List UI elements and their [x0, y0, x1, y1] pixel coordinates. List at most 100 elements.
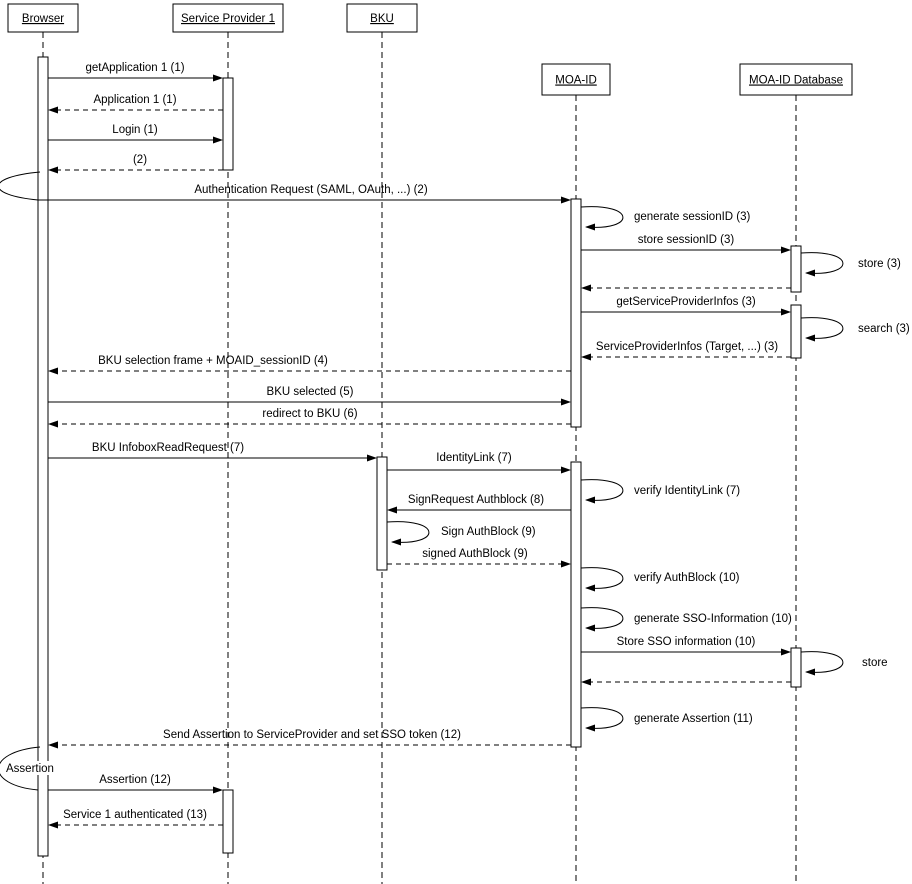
arrowhead-icon — [805, 668, 815, 676]
message-label: SignRequest Authblock (8) — [408, 494, 544, 506]
message-label: Send Assertion to ServiceProvider and se… — [163, 729, 461, 741]
message-m2: Application 1 (1) — [48, 94, 223, 114]
self-message-label: verify IdentityLink (7) — [634, 485, 740, 497]
activation-bar-sp1 — [222, 77, 234, 171]
arrowhead-icon — [581, 353, 591, 361]
actor-box — [739, 63, 853, 96]
arrowhead-icon — [48, 821, 58, 829]
message-label: redirect to BKU (6) — [262, 408, 357, 420]
actor-box — [346, 3, 418, 33]
actor-moadb: MOA-ID Database — [739, 63, 853, 96]
arrowhead-icon — [805, 334, 815, 342]
message-m20: Assertion (12) — [48, 774, 223, 794]
redirect-arc-path — [0, 171, 41, 201]
arrowhead-icon — [561, 560, 571, 568]
self-message-arc — [800, 651, 844, 673]
message-m5: Authentication Request (SAML, OAuth, ...… — [38, 184, 571, 204]
self-message-arc — [580, 567, 624, 589]
self-message-s3: search (3) — [800, 317, 910, 342]
activation-bar-moadb — [790, 647, 802, 688]
self-message-label: store — [862, 657, 888, 669]
arrowhead-icon — [805, 269, 815, 277]
redirect-arc-a1 — [0, 171, 41, 201]
message-label: IdentityLink (7) — [436, 452, 512, 464]
message-m18 — [581, 678, 791, 686]
self-message-arc — [580, 479, 624, 501]
activation-bar-bku — [376, 456, 388, 571]
message-m17: Store SSO information (10) — [581, 636, 791, 656]
self-message-label: verify AuthBlock (10) — [634, 572, 740, 584]
arrowhead-icon — [213, 74, 223, 82]
message-m12: redirect to BKU (6) — [48, 408, 571, 428]
arrowhead-icon — [781, 648, 791, 656]
message-m19: Send Assertion to ServiceProvider and se… — [48, 729, 571, 749]
activation-bar-moaid — [570, 198, 582, 428]
arrowhead-icon — [48, 166, 58, 174]
actor-box — [172, 3, 284, 33]
actor-box — [7, 3, 79, 33]
message-label: getApplication 1 (1) — [85, 62, 184, 74]
message-m3: Login (1) — [48, 124, 223, 144]
message-label: getServiceProviderInfos (3) — [616, 296, 756, 308]
message-label: signed AuthBlock (9) — [422, 548, 528, 560]
arrowhead-icon — [585, 724, 595, 732]
redirect-arc-a2: Assertion — [0, 746, 58, 791]
self-message-s7: generate SSO-Information (10) — [580, 607, 792, 632]
message-m4: (2) — [48, 154, 223, 174]
arc-label: Assertion — [6, 763, 54, 775]
actor-label: Browser — [22, 13, 64, 25]
message-m6: store sessionID (3) — [581, 234, 791, 254]
arrowhead-icon — [48, 741, 58, 749]
message-label: Authentication Request (SAML, OAuth, ...… — [194, 184, 427, 196]
activation-bar-moadb — [790, 245, 802, 293]
self-message-arc — [580, 206, 624, 228]
message-m16: signed AuthBlock (9) — [387, 548, 571, 568]
self-message-arc — [800, 317, 844, 339]
actor-moaid: MOA-ID — [541, 63, 611, 96]
message-label: ServiceProviderInfos (Target, ...) (3) — [596, 341, 778, 353]
arrowhead-icon — [213, 136, 223, 144]
message-label: store sessionID (3) — [638, 234, 735, 246]
message-label: BKU selection frame + MOAID_sessionID (4… — [98, 355, 328, 367]
self-message-label: generate SSO-Information (10) — [634, 613, 792, 625]
self-message-label: generate sessionID (3) — [634, 211, 751, 223]
arrowhead-icon — [48, 106, 58, 114]
arrowhead-icon — [585, 624, 595, 632]
arrowhead-icon — [585, 223, 595, 231]
arrowhead-icon — [585, 584, 595, 592]
self-message-arc — [580, 607, 624, 629]
arrowhead-icon — [781, 246, 791, 254]
arrowhead-icon — [387, 506, 397, 514]
activation-bar-moaid — [570, 461, 582, 748]
activation-bar-sp1 — [222, 789, 234, 854]
arrowhead-icon — [391, 538, 401, 546]
message-label: Store SSO information (10) — [617, 636, 756, 648]
message-label: Login (1) — [112, 124, 158, 136]
arrowhead-icon — [581, 284, 591, 292]
arrowhead-icon — [48, 420, 58, 428]
message-m13: BKU InfoboxReadRequest (7) — [48, 442, 377, 462]
actor-box — [541, 63, 611, 96]
self-message-arc — [800, 252, 844, 274]
redirect-arc-path — [0, 746, 41, 791]
arrowhead-icon — [581, 678, 591, 686]
actor-sp1: Service Provider 1 — [172, 3, 284, 33]
self-message-s6: verify AuthBlock (10) — [580, 567, 740, 592]
label-background — [2, 761, 58, 775]
arrowhead-icon — [48, 367, 58, 375]
message-m14: IdentityLink (7) — [387, 452, 571, 474]
message-label: (2) — [133, 154, 147, 166]
activation-bar-browser — [37, 56, 49, 857]
arrowhead-icon — [213, 786, 223, 794]
self-message-s1: generate sessionID (3) — [580, 206, 751, 231]
arrowhead-icon — [781, 308, 791, 316]
message-m11: BKU selected (5) — [48, 386, 571, 406]
message-label: Service 1 authenticated (13) — [63, 809, 207, 821]
self-message-label: Sign AuthBlock (9) — [441, 526, 536, 538]
message-m1: getApplication 1 (1) — [48, 62, 223, 82]
self-message-label: search (3) — [858, 323, 910, 335]
self-message-s2: store (3) — [800, 252, 901, 277]
self-message-s5: Sign AuthBlock (9) — [386, 521, 536, 546]
